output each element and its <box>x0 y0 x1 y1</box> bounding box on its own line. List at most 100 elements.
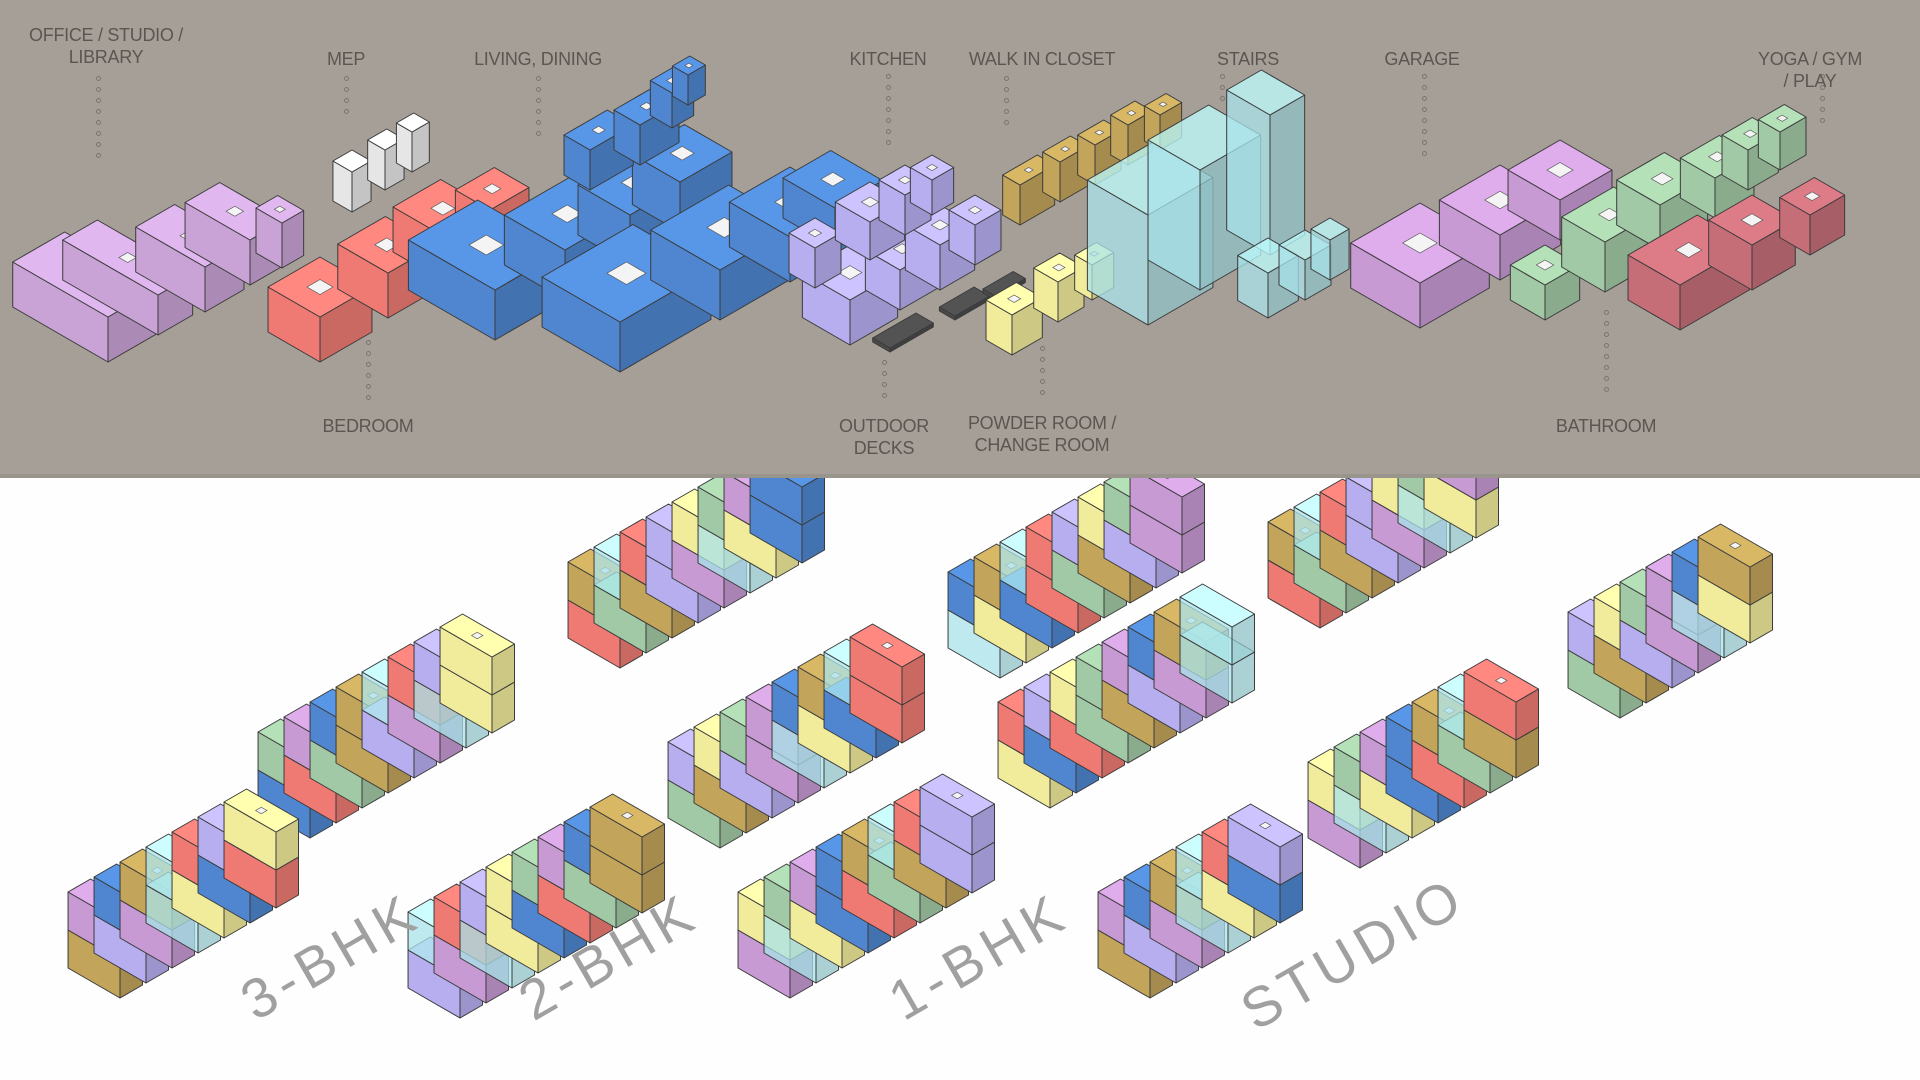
leader-dot <box>1819 85 1825 90</box>
top-face <box>872 312 934 349</box>
furniture-symbol <box>1052 263 1066 272</box>
room-block-office <box>255 195 305 269</box>
leader-dot <box>1219 85 1225 90</box>
room-block-kitchen <box>948 194 1002 266</box>
leader-dot <box>1421 85 1427 90</box>
leader-yoga <box>1819 74 1825 123</box>
label-office: OFFICE / STUDIO / LIBRARY <box>29 25 183 67</box>
leader-dot <box>365 351 371 356</box>
room-block-stairs <box>1310 217 1350 281</box>
leader-dot <box>1603 387 1609 392</box>
furniture-symbol <box>1803 191 1821 202</box>
leader-dot <box>1603 354 1609 359</box>
room-block-powder <box>985 282 1043 356</box>
furniture-symbol <box>1728 541 1742 550</box>
leader-dot <box>343 98 349 103</box>
leader-dot <box>535 87 541 92</box>
unit-module-kitchen <box>1227 803 1304 886</box>
leader-dot <box>1421 74 1427 79</box>
leader-stairs <box>1219 74 1225 101</box>
room-block-yoga <box>1779 177 1846 256</box>
leader-dot <box>1219 74 1225 79</box>
leader-dot <box>343 87 349 92</box>
furniture-symbol <box>254 806 268 815</box>
leader-dot <box>1039 357 1045 362</box>
leader-dot <box>95 131 101 136</box>
top-face <box>1310 217 1350 241</box>
leader-dot <box>365 395 371 400</box>
leader-dot <box>1819 107 1825 112</box>
label-bedroom: BEDROOM <box>322 416 414 436</box>
left-face <box>1436 478 1477 501</box>
leader-powder <box>1039 346 1045 395</box>
leader-dot <box>881 382 887 387</box>
leader-dot <box>95 142 101 147</box>
unit-module-bedroom <box>849 623 926 706</box>
leader-dot <box>1603 376 1609 381</box>
leader-bedroom <box>365 340 371 400</box>
leader-dot <box>1039 390 1045 395</box>
furniture-symbol <box>807 228 823 238</box>
leader-dot <box>1603 310 1609 315</box>
top-face <box>785 478 819 488</box>
furniture-symbol <box>118 252 138 263</box>
furniture-symbol <box>684 62 694 69</box>
furniture-symbol <box>925 163 939 172</box>
leader-dot <box>535 120 541 125</box>
leader-dot <box>1039 379 1045 384</box>
furniture-symbol <box>606 261 647 285</box>
unit-module-bedroom <box>1463 658 1540 741</box>
room-block-mep <box>332 149 372 213</box>
leader-dot <box>95 153 101 158</box>
leader-dot <box>1603 365 1609 370</box>
room-block-kitchen <box>788 217 842 289</box>
room-catalog-drawing <box>12 55 1846 373</box>
room-block-outdoor <box>938 286 991 321</box>
leader-dot <box>95 120 101 125</box>
leader-bathroom <box>1603 310 1609 392</box>
furniture-symbol <box>1094 129 1105 136</box>
leader-dot <box>1421 118 1427 123</box>
left-face <box>1129 478 1183 536</box>
leader-dot <box>1421 151 1427 156</box>
unit-module-closet <box>1697 523 1774 606</box>
panel-divider <box>0 474 1920 478</box>
unit-module-powder <box>439 613 516 696</box>
label-stairs: STAIRS <box>1217 49 1279 69</box>
furniture-symbol <box>225 205 245 217</box>
unit-module-stairs <box>1179 583 1256 666</box>
right-face <box>1269 94 1306 256</box>
furniture-symbol <box>591 125 606 135</box>
furniture-symbol <box>1401 232 1439 254</box>
furniture-symbol <box>1740 213 1764 227</box>
leader-dot <box>885 96 891 101</box>
leader-dot <box>1421 129 1427 134</box>
label-powder: POWDER ROOM / CHANGE ROOM <box>967 413 1117 455</box>
room-block-stairs <box>1226 69 1306 256</box>
leader-dot <box>1819 96 1825 101</box>
leader-dot <box>1039 346 1045 351</box>
right-face <box>1475 478 1500 501</box>
furniture-symbol <box>620 811 634 820</box>
leader-dot <box>881 371 887 376</box>
furniture-symbol <box>1776 114 1789 122</box>
leader-dot <box>885 85 891 90</box>
furniture-symbol <box>930 219 950 231</box>
unit-configurations-drawing <box>67 478 1774 1019</box>
furniture-symbol <box>1060 146 1071 152</box>
room-block-bedroom <box>267 256 373 363</box>
leader-dot <box>1819 118 1825 123</box>
label-kitchen: KITCHEN <box>849 49 927 69</box>
furniture-symbol <box>470 631 484 640</box>
furniture-symbol <box>1023 167 1034 173</box>
furniture-symbol <box>468 234 505 256</box>
furniture-symbol <box>273 205 286 213</box>
leader-office <box>95 76 101 158</box>
leader-dot <box>535 98 541 103</box>
furniture-symbol <box>897 175 913 185</box>
leader-dot <box>885 107 891 112</box>
top-face <box>332 149 372 173</box>
leader-dot <box>1039 368 1045 373</box>
top-face <box>1226 69 1306 116</box>
leader-dot <box>1003 76 1009 81</box>
